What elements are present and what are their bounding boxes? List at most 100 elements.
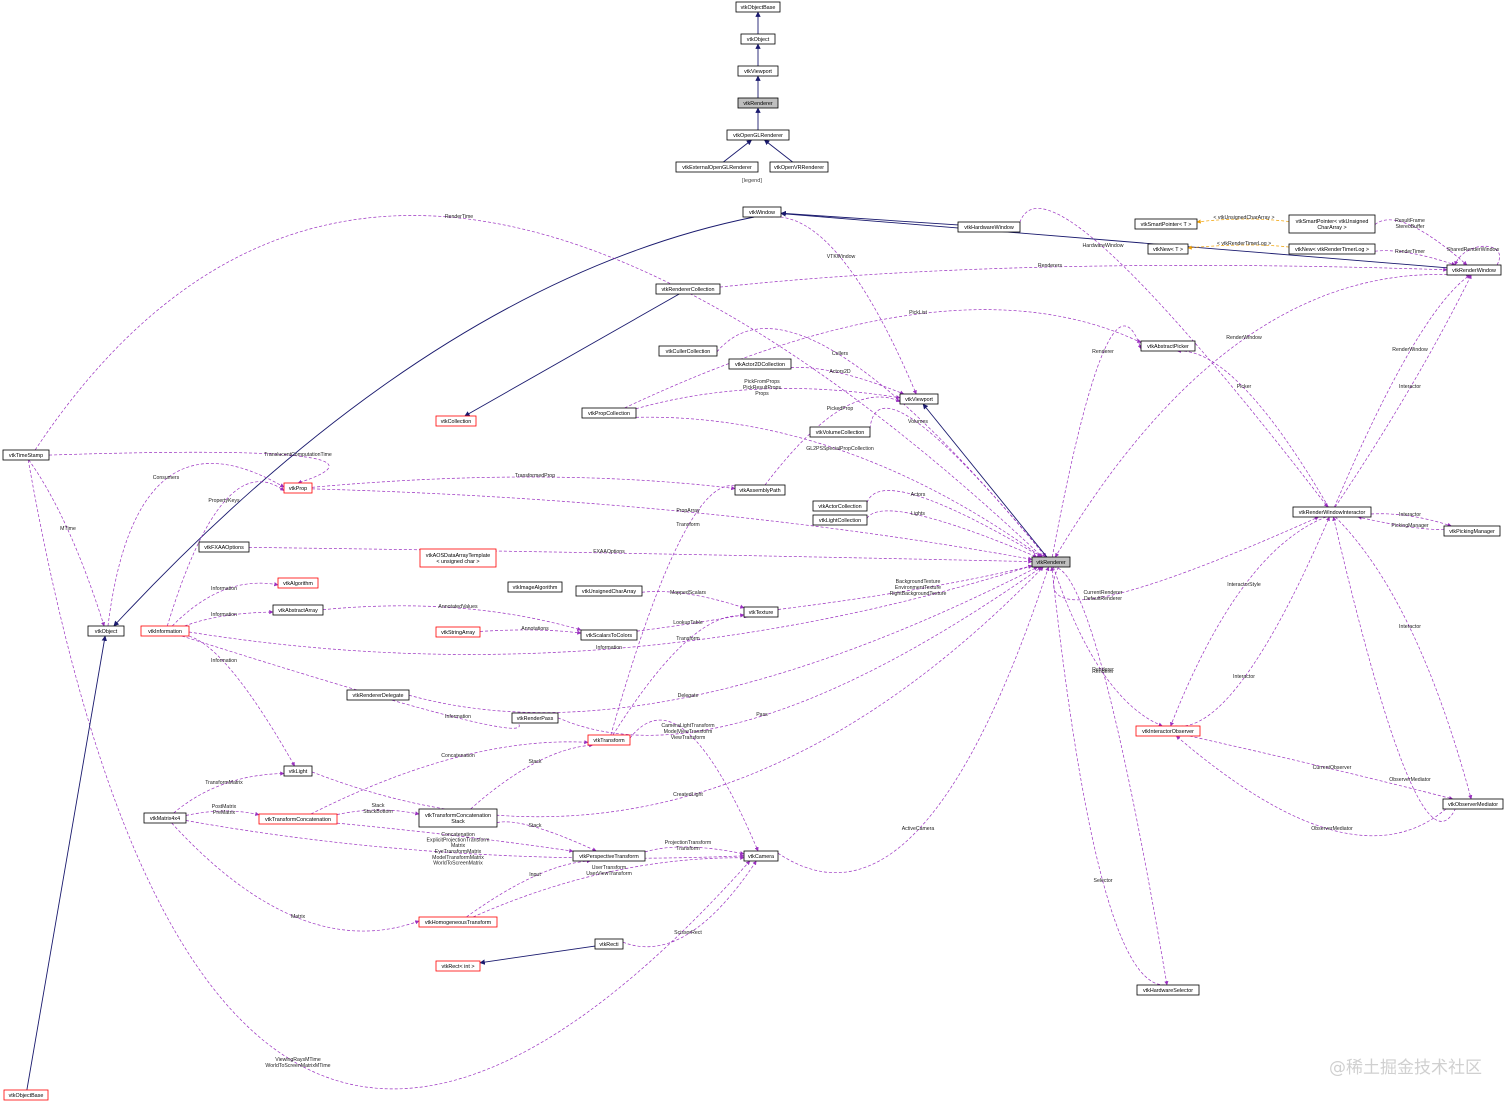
edge-label-vtkrendertimerlog: < vtkRenderTimerLog >: [1217, 241, 1271, 247]
class-node-vtkhardwarewindow[interactable]: vtkHardwareWindow: [957, 221, 1021, 233]
usage-edge-vtkpropcollection-to-vtkviewport: [635, 388, 901, 410]
node-box: [581, 407, 637, 419]
node-box: [1140, 340, 1196, 352]
class-node-vtkactor2dcollection[interactable]: vtkActor2DCollection: [728, 358, 792, 370]
class-node-vtktimestamp[interactable]: vtkTimeStamp: [2, 449, 50, 461]
node-label: vtkRenderWindow: [1452, 268, 1496, 274]
usage-edge-vtktransform-to-vtktexture: [612, 614, 749, 736]
class-node-vtkvolumecollection[interactable]: vtkVolumeCollection: [809, 426, 871, 438]
node-box: [435, 960, 481, 972]
node-box: [419, 548, 497, 568]
usage-edge-vtkactorcollection-to-vtkrenderer: [866, 490, 1042, 558]
node-label: vtkPropCollection: [588, 411, 630, 417]
class-node-vtktexture[interactable]: vtkTexture: [743, 606, 779, 618]
node-label: vtkAbstractArray: [278, 608, 318, 614]
class-node-vtkinteractorobserver[interactable]: vtkInteractorObserver: [1135, 725, 1201, 737]
node-box: [812, 500, 868, 512]
class-node-vtkimagealgorithm[interactable]: vtkImageAlgorithm: [507, 581, 563, 593]
class-node-vtkabstractpicker[interactable]: vtkAbstractPicker: [1140, 340, 1196, 352]
edge-label-renderer: Renderer: [1092, 669, 1114, 675]
usage-edge-vtkrenderer-to-vtkrenderwindowinteractor: [1053, 516, 1319, 601]
class-node-vtkopenvrrenderer[interactable]: vtkOpenVRRenderer: [769, 161, 829, 173]
class-node-vtksmartpointert[interactable]: vtkSmartPointer< T >: [1134, 218, 1198, 230]
class-node-vtkrenderwindow[interactable]: vtkRenderWindow: [1446, 264, 1502, 276]
node-label: vtkRendererDelegate: [353, 693, 404, 699]
class-node-vtkmatrix4x4[interactable]: vtkMatrix4x4: [143, 812, 187, 824]
node-label: vtkRenderer: [743, 101, 773, 107]
node-label: vtkPerspectiveTransform: [579, 854, 639, 860]
usage-edge-vtkassemblypath-to-vtkviewport: [764, 396, 901, 486]
class-node-vtkrecti[interactable]: vtkRecti: [594, 938, 624, 950]
edge-label-concatenation: Concatenation: [441, 832, 475, 838]
edge-label-pickedprop: PickedProp: [827, 406, 854, 412]
class-node-vtkinformation[interactable]: vtkInformation: [140, 625, 190, 637]
usage-edge-vtkrenderwindowinteractor-to-vtkrenderwindow: [1334, 274, 1472, 508]
legend-link[interactable]: [legend]: [742, 178, 762, 184]
usage-edge-vtktransform-to-vtkcamera: [629, 719, 759, 852]
usage-edge-vtkprop-to-vtkrenderer: [311, 488, 1033, 561]
class-node-vtkhomogeneoustransform[interactable]: vtkHomogeneousTransform: [418, 916, 498, 928]
usage-edge-vtkmatrix4x4-to-vtkcamera: [185, 820, 745, 859]
class-node-vtkobjectbase[interactable]: vtkObjectBase: [3, 1089, 49, 1101]
class-node-vtksmartpointeruca[interactable]: vtkSmartPointer< vtkUnsignedCharArray >: [1288, 214, 1376, 234]
class-node-vtkhardwareselector[interactable]: vtkHardwareSelector: [1136, 984, 1200, 996]
class-node-vtkviewport-top[interactable]: vtkViewport: [737, 65, 779, 77]
node-label: vtkObserverMediator: [1448, 802, 1498, 808]
class-node-vtkrenderercollection[interactable]: vtkRendererCollection: [655, 283, 721, 295]
class-node-vtklight[interactable]: vtkLight: [283, 765, 313, 777]
class-node-vtkscalarstocolors[interactable]: vtkScalarsToColors: [580, 629, 638, 641]
class-node-vtkrenderer[interactable]: vtkRenderer: [1031, 556, 1071, 568]
class-node-vtkprop[interactable]: vtkProp: [283, 482, 313, 494]
class-node-vtkrenderer-top[interactable]: vtkRenderer: [737, 97, 779, 109]
node-label: vtkTransformConcatenation: [425, 813, 491, 819]
class-node-vtklightcollection[interactable]: vtkLightCollection: [812, 514, 868, 526]
class-node-vtkalgorithm[interactable]: vtkAlgorithm: [277, 577, 319, 589]
class-node-vtkrenderwindowinteractor[interactable]: vtkRenderWindowInteractor: [1292, 506, 1372, 518]
edge-label-postmatrix: PreMatrix: [213, 810, 236, 816]
usage-edge-vtksmartpointeruca-to-vtkrenderwindow: [1374, 219, 1468, 266]
class-node-vtkopenglrenderer[interactable]: vtkOpenGLRenderer: [726, 129, 790, 141]
class-node-vtkcamera[interactable]: vtkCamera: [743, 850, 779, 862]
class-node-vtkrectint[interactable]: vtkRect< int >: [435, 960, 481, 972]
class-node-vtkobject-top[interactable]: vtkObject: [740, 33, 776, 45]
class-node-vtknewt[interactable]: vtkNew< T >: [1147, 243, 1189, 255]
class-node-vtkobjectbase-top[interactable]: vtkObjectBase: [735, 1, 781, 13]
class-node-vtkwindow[interactable]: vtkWindow: [742, 206, 782, 218]
usage-edge-vtkinformation-to-vtkrenderer: [188, 564, 1033, 655]
class-node-vtkactorcollection[interactable]: vtkActorCollection: [812, 500, 868, 512]
class-node-vtkpickingmanager[interactable]: vtkPickingManager: [1443, 525, 1501, 537]
class-node-vtkperspectivetransform[interactable]: vtkPerspectiveTransform: [572, 850, 646, 862]
class-node-vtkobject[interactable]: vtkObject: [87, 625, 125, 637]
usage-edge-vtktimestamp-to-vtkrenderer: [34, 215, 1043, 558]
class-node-vtkassemblypath[interactable]: vtkAssemblyPath: [734, 484, 786, 496]
node-label: vtkTransform: [593, 738, 625, 744]
class-node-vtkcollection[interactable]: vtkCollection: [435, 415, 477, 427]
usage-edge-vtkhardwareselector-to-vtkrenderer: [1050, 566, 1166, 986]
class-node-vtkexternalopenglrenderer[interactable]: vtkExternalOpenGLRenderer: [675, 161, 759, 173]
usage-edge-vtkperspectivetransform-to-vtkcamera: [644, 846, 745, 856]
node-box: [1443, 525, 1501, 537]
usage-edge-vtkobject-to-vtkprop: [107, 463, 285, 627]
class-node-vtkunsignedchararray[interactable]: vtkUnsignedCharArray: [575, 585, 643, 597]
usage-edge-vtkstringarray-to-vtkscalarstocolors: [479, 629, 582, 635]
class-node-vtktransform[interactable]: vtkTransform: [587, 734, 631, 746]
class-node-vtknewrtl[interactable]: vtkNew< vtkRenderTimerLog >: [1288, 243, 1376, 255]
usage-edge-vtkinformation-to-vtkalgorithm: [171, 582, 279, 627]
class-node-vtktransformconcatenation[interactable]: vtkTransformConcatenation: [258, 813, 338, 825]
node-box: [511, 712, 559, 724]
class-node-vtkstringarray[interactable]: vtkStringArray: [435, 626, 481, 638]
class-node-vtkrenderpass[interactable]: vtkRenderPass: [511, 712, 559, 724]
class-node-vtkviewport[interactable]: vtkViewport: [899, 393, 939, 405]
class-node-vtkpropcollection[interactable]: vtkPropCollection: [581, 407, 637, 419]
edge-label-mappedscalars: MappedScalars: [670, 590, 706, 596]
class-node-vtkaosdataarraytemplate[interactable]: vtkAOSDataArrayTemplate< unsigned char >: [419, 548, 497, 568]
class-node-vtkabstractarray[interactable]: vtkAbstractArray: [272, 604, 324, 616]
class-node-vtkcullercollection[interactable]: vtkCullerCollection: [658, 345, 718, 357]
edge-label-stack: Stack: [372, 803, 385, 809]
class-node-vtkobservermediator[interactable]: vtkObserverMediator: [1442, 798, 1504, 810]
class-node-vtkfxaaoptions[interactable]: vtkFXAAOptions: [198, 541, 250, 553]
node-label: vtkRenderer: [1036, 560, 1066, 566]
node-label: vtkLight: [289, 769, 308, 775]
class-node-vtkrendererdelegate[interactable]: vtkRendererDelegate: [346, 689, 410, 701]
